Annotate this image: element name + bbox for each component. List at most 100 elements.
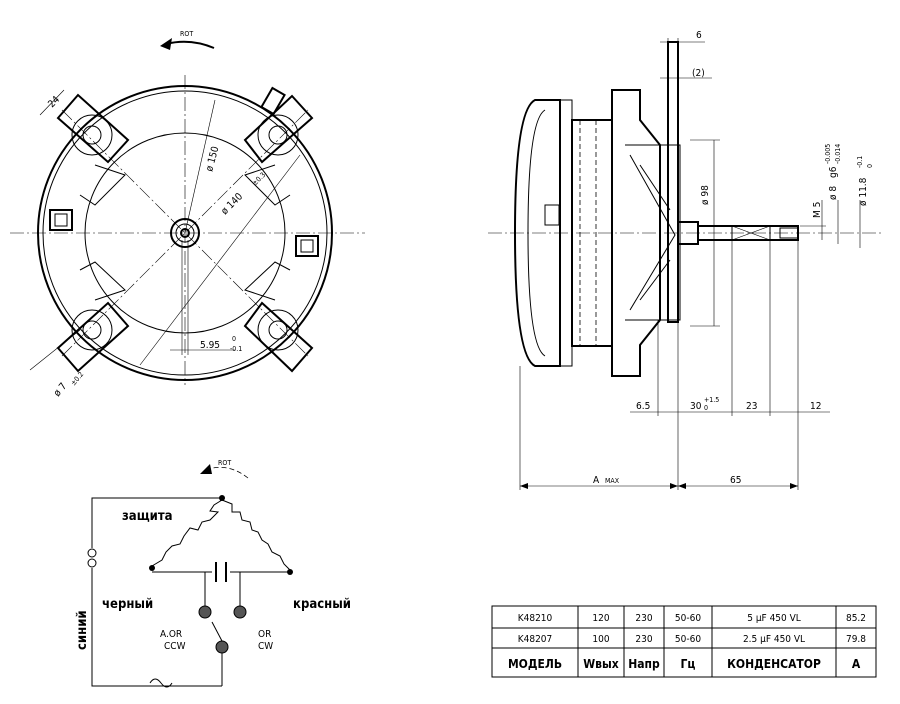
dia-118-label: ø 11.8 — [858, 177, 869, 206]
wiring-diagram: ROT защита черный красный синий A.OR — [75, 459, 351, 688]
mounting-lug-bottom-left — [56, 301, 130, 373]
housing-inner-rim — [42, 90, 328, 376]
terminal-tab-top — [260, 86, 286, 116]
hub-outer — [170, 218, 200, 248]
label-a-or: A.OR — [160, 629, 182, 640]
dim-24-label: 24 — [46, 94, 62, 110]
switch-contact-cw — [233, 605, 247, 619]
dim-30-label: 30 — [690, 401, 702, 412]
ac-symbol — [149, 678, 173, 688]
label-blue: синий — [75, 610, 90, 650]
dim-595-tol-up: 0 — [232, 335, 236, 343]
shaft-thread — [779, 227, 799, 239]
dia-7-label: ø 7 — [52, 381, 69, 399]
table-cell: 50-60 — [675, 634, 701, 645]
table-header-cell: A — [852, 657, 861, 671]
label-or: OR — [258, 629, 271, 640]
dim-amax-sub: MAX — [605, 477, 620, 485]
dia-8-tol-dn: -0.014 — [834, 144, 842, 164]
front-view: ROT 24 ø 150 ø 140 ±0.3 5.95 0 -0.1 ø 7 … — [10, 30, 365, 399]
arrow-65-left — [678, 483, 686, 489]
table-header-cell: Wвых — [583, 657, 619, 671]
dim-65a-label: 6.5 — [636, 401, 650, 412]
housing-rib-left-bottom — [79, 261, 126, 301]
label-red: красный — [293, 597, 351, 612]
m5-label: M 5 — [812, 202, 823, 218]
table-header-cell: МОДЕЛЬ — [508, 657, 562, 671]
black-node — [149, 565, 155, 571]
dia-8-label: ø 8 — [828, 186, 839, 200]
housing-rib-right-top — [244, 164, 291, 206]
terminal-block-left — [49, 209, 73, 231]
protection-contact-1 — [87, 548, 97, 558]
arrow-amax-right — [670, 483, 678, 489]
knurl-x-2 — [731, 225, 771, 241]
dim-amax-label: A — [593, 475, 600, 486]
table-header-cell: КОНДЕНСАТОР — [727, 657, 821, 671]
dim-595-label: 5.95 — [200, 340, 220, 351]
table-cell: K48207 — [518, 634, 553, 645]
rotation-arrow — [165, 40, 215, 49]
front-diagonal-centerline-1 — [61, 109, 309, 357]
coil-top-node — [219, 495, 225, 501]
arrow-amax-left — [520, 483, 528, 489]
wiring-rot-label: ROT — [218, 459, 231, 467]
switch-contact-ccw — [198, 605, 212, 619]
dia-7-leader — [29, 329, 81, 371]
table-header-cell: Напр — [628, 657, 660, 671]
terminal-screw-right — [300, 239, 314, 253]
front-rot-label: ROT — [180, 30, 193, 38]
terminal-screw-left — [54, 213, 68, 227]
rear-cover — [513, 99, 561, 367]
dim-6-label: 6 — [696, 30, 702, 41]
table-header-cell: Гц — [681, 657, 696, 671]
table-cell: 100 — [592, 634, 609, 645]
label-ccw: CCW — [164, 641, 186, 652]
fan-blade-outline — [629, 154, 676, 311]
fan-housing — [625, 144, 681, 321]
dia-140-leader — [139, 154, 301, 366]
rotation-arrow-head — [160, 38, 172, 50]
dia-98-label: ø 98 — [700, 185, 711, 205]
dim-30-tol-up: +1.5 — [704, 396, 719, 404]
mounting-lug-top-left — [56, 93, 130, 164]
dim-595-tol-dn: -0.1 — [230, 345, 242, 353]
table-cell: K48210 — [518, 613, 553, 624]
mounting-lug-bottom-right — [243, 301, 314, 373]
dim-65-label: 65 — [730, 475, 741, 486]
table-cell: 79.8 — [846, 634, 866, 645]
table-cell: 85.2 — [846, 613, 866, 624]
dim-23-label: 23 — [746, 401, 757, 412]
table-cell: 120 — [592, 613, 609, 624]
hub-middle — [175, 223, 195, 243]
dia-8-tol-up: -0.005 — [824, 144, 832, 164]
housing-rib-right-bottom — [244, 261, 291, 301]
table-cell: 230 — [635, 634, 652, 645]
dia-118-tol-up: -0.1 — [856, 156, 864, 168]
table-cell: 5 µF 450 VL — [747, 613, 801, 624]
spec-table: K48210 120 230 50-60 5 µF 450 VL 85.2 K4… — [491, 605, 877, 678]
dim-2-label: (2) — [692, 68, 705, 79]
label-cw: CW — [258, 641, 273, 652]
arrow-65-right — [790, 483, 798, 489]
dia-8-suffix: g6 — [828, 166, 839, 178]
rotor-circle — [84, 132, 286, 334]
dia-7-tol: ±0.2 — [69, 370, 85, 387]
shaft-knurl — [731, 225, 771, 241]
dia-150-leader — [184, 99, 216, 234]
table-cell: 50-60 — [675, 613, 701, 624]
terminal-block-right — [295, 235, 319, 257]
mounting-plate — [667, 41, 679, 323]
protection-contact-2 — [87, 558, 97, 568]
label-protection: защита — [122, 509, 172, 524]
table-cell: 2.5 µF 450 VL — [743, 634, 805, 645]
dim-12-label: 12 — [810, 401, 821, 412]
dim-24-line — [39, 89, 65, 116]
front-diagonal-centerline-2 — [61, 109, 309, 357]
housing-rib-left-top — [79, 164, 126, 206]
fan-blade-2 — [639, 259, 671, 301]
coil-left — [151, 499, 223, 567]
label-black: черный — [102, 597, 153, 612]
switch-arm — [211, 621, 223, 642]
dia-118-tol-dn: 0 — [866, 164, 874, 168]
